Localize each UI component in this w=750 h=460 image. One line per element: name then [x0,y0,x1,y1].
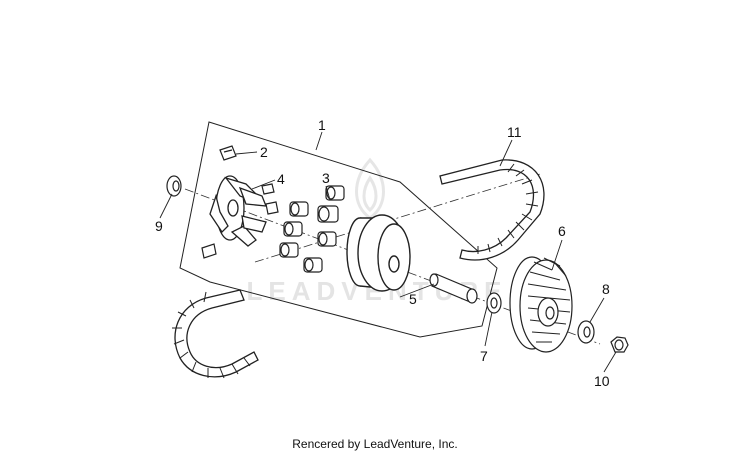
drive-pulley [346,214,411,292]
callout-9: 9 [155,218,163,234]
assembly-outline [179,121,498,338]
drive-belt-lower [172,289,259,379]
callout-2: 2 [260,144,268,160]
leader-lines [159,131,617,373]
callout-5: 5 [409,291,417,307]
footer-credit: Rencered by LeadVenture, Inc. [292,437,458,451]
washer-left [166,175,182,197]
washer-8 [577,320,595,344]
washer-7 [486,292,502,314]
callout-labels: 1 2 3 4 5 6 7 8 9 10 11 [155,117,610,389]
callout-3: 3 [322,170,330,186]
nut [610,336,629,353]
fan-pulley [509,256,573,353]
flame-logo-icon [355,157,385,220]
callout-10: 10 [594,373,610,389]
callout-1: 1 [318,117,326,133]
callout-8: 8 [602,281,610,297]
callout-6: 6 [558,223,566,239]
variator-plate [209,175,268,247]
spacer-sleeve [429,273,478,304]
centerline-belt [254,173,541,263]
callout-7: 7 [480,348,488,364]
rollers [279,185,345,273]
slider-pieces [201,145,279,259]
callout-4: 4 [277,171,285,187]
drive-belt-upper [439,159,545,261]
callout-11: 11 [507,124,522,140]
